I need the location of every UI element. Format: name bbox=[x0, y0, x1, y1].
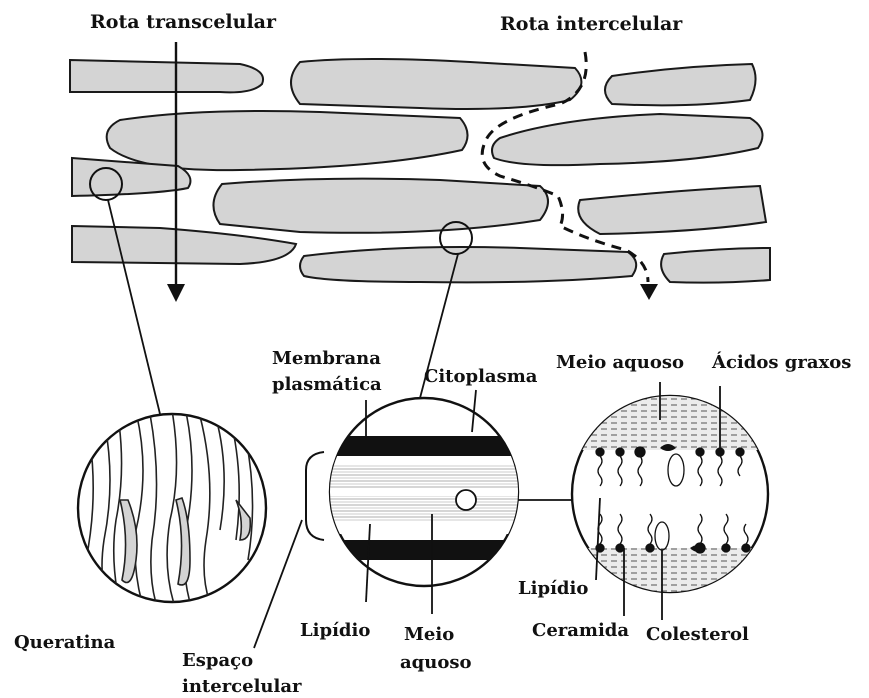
lipidio-mid-label: Lipídio bbox=[300, 620, 370, 641]
colesterol-label: Colesterol bbox=[646, 624, 749, 645]
lipidio-right-label: Lipídio bbox=[518, 578, 588, 599]
espaco-label-line1: Espaço bbox=[182, 650, 253, 671]
corneocyte-cell bbox=[300, 247, 636, 282]
corneocyte-cell bbox=[70, 60, 263, 92]
acidos-graxos-label: Ácidos graxos bbox=[711, 350, 851, 373]
rota-intercelular-label: Rota intercelular bbox=[500, 13, 683, 35]
queratina-label: Queratina bbox=[14, 632, 116, 653]
down-arrow-icon bbox=[640, 284, 658, 300]
citoplasma-label: Citoplasma bbox=[424, 366, 538, 387]
corneocyte-cell bbox=[578, 186, 766, 234]
corneocyte-cell bbox=[107, 111, 468, 170]
corneocyte-cell bbox=[213, 179, 548, 233]
corneocyte-cell bbox=[72, 226, 296, 264]
corneocyte-cell bbox=[605, 64, 756, 105]
corneocyte-cell bbox=[492, 114, 763, 165]
lipid-bilayer-zoom-circle bbox=[568, 382, 778, 620]
intercellular-bracket bbox=[306, 452, 324, 540]
corneocyte-cell bbox=[661, 248, 770, 283]
membrane-zoom-circle bbox=[320, 390, 530, 614]
meio-aquoso-mid-label-line1: Meio bbox=[404, 624, 454, 645]
meio-aquoso-mid-label-line2: aquoso bbox=[400, 652, 471, 673]
keratin-zoom-circle bbox=[78, 410, 266, 610]
espaco-label-line2: intercelular bbox=[182, 676, 302, 697]
meio-aquoso-top-label: Meio aquoso bbox=[556, 352, 684, 373]
rota-transcelular-label: Rota transcelular bbox=[90, 11, 277, 33]
membrana-label-line2: plasmática bbox=[272, 374, 382, 395]
corneocyte-cell bbox=[291, 59, 581, 109]
ceramida-label: Ceramida bbox=[532, 620, 629, 641]
membrana-label-line1: Membrana bbox=[272, 348, 381, 369]
down-arrow-icon bbox=[167, 284, 185, 302]
